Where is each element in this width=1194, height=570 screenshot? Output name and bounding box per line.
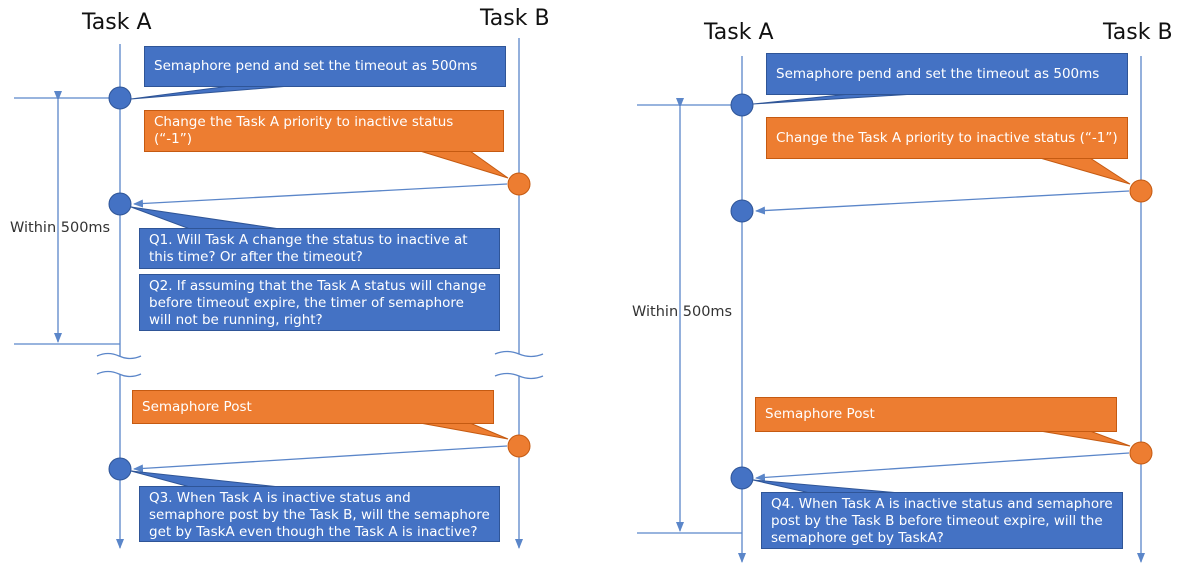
right-priority-callout: Change the Task A priority to inactive s…: [766, 117, 1128, 159]
left-q3-callout-tail: [130, 470, 281, 488]
right-task-b-priority-node: [1129, 179, 1153, 203]
right-task-a-priority-node: [730, 199, 754, 223]
left-priority-callout: Change the Task A priority to inactive s…: [144, 110, 504, 152]
left-post-callout-tail: [419, 422, 509, 440]
left-post-message-arrow: [133, 445, 508, 473]
left-pend-callout-tail: [130, 85, 291, 100]
left-pend-callout: Semaphore pend and set the timeout as 50…: [144, 46, 506, 87]
left-q1-callout: Q1. Will Task A change the status to ina…: [139, 228, 500, 269]
right-post-message-arrow: [755, 452, 1130, 482]
left-task-b-label: Task B: [480, 6, 550, 31]
right-priority-callout-tail: [1039, 157, 1131, 185]
left-priority-callout-tail: [419, 150, 509, 179]
right-q4-callout: Q4. When Task A is inactive status and s…: [761, 492, 1123, 549]
left-task-a-pend-node: [108, 86, 132, 110]
left-q1-callout-text: Q1. Will Task A change the status to ina…: [149, 232, 468, 265]
right-post-callout-tail: [1039, 430, 1131, 447]
right-task-b-label: Task B: [1103, 20, 1173, 45]
left-q2-callout-text: Q2. If assuming that the Task A status w…: [149, 278, 487, 328]
left-within-label: Within 500ms: [10, 220, 111, 236]
right-pend-callout-text: Semaphore pend and set the timeout as 50…: [776, 65, 1100, 82]
right-priority-message-arrow: [755, 190, 1130, 215]
right-task-a-pend-node: [730, 93, 754, 117]
left-post-callout-text: Semaphore Post: [142, 398, 252, 415]
right-post-callout: Semaphore Post: [755, 397, 1117, 432]
left-q1-callout-tail: [130, 206, 281, 230]
left-task-a-post-node: [108, 457, 132, 481]
left-task-b-priority-node: [507, 172, 531, 196]
left-task-b-post-node: [507, 434, 531, 458]
right-task-b-post-node: [1129, 441, 1153, 465]
right-pend-callout-tail: [752, 93, 916, 105]
left-break-marks: [96, 350, 544, 380]
left-q2-callout: Q2. If assuming that the Task A status w…: [139, 274, 500, 331]
right-priority-callout-text: Change the Task A priority to inactive s…: [776, 129, 1118, 146]
right-post-callout-text: Semaphore Post: [765, 406, 875, 422]
left-task-a-label: Task A: [82, 10, 152, 35]
left-task-a-priority-node: [108, 192, 132, 216]
left-post-callout: Semaphore Post: [132, 390, 494, 424]
left-priority-message-arrow: [133, 183, 508, 208]
left-q3-callout-text: Q3. When Task A is inactive status and s…: [149, 490, 490, 540]
right-task-a-post-node: [730, 466, 754, 490]
right-pend-callout: Semaphore pend and set the timeout as 50…: [766, 53, 1128, 95]
right-q4-callout-text: Q4. When Task A is inactive status and s…: [771, 496, 1113, 546]
right-within-label: Within 500ms: [632, 304, 733, 320]
left-priority-callout-text: Change the Task A priority to inactive s…: [154, 114, 454, 147]
left-pend-callout-text: Semaphore pend and set the timeout as 50…: [154, 58, 478, 74]
left-q3-callout: Q3. When Task A is inactive status and s…: [139, 486, 500, 542]
right-task-a-label: Task A: [704, 20, 774, 45]
